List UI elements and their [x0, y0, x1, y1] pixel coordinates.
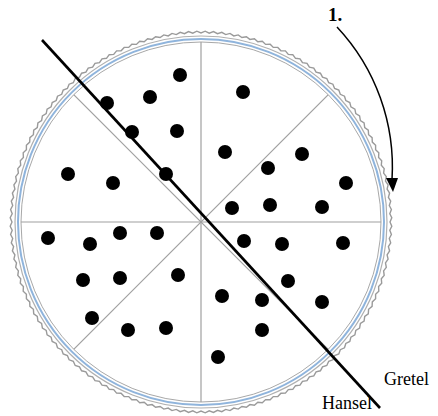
- topping-dot: [218, 145, 232, 159]
- sauce-ring: [18, 39, 384, 405]
- topping-dot: [170, 124, 184, 138]
- topping-dot: [315, 295, 329, 309]
- topping-dot: [159, 321, 173, 335]
- topping-dot: [281, 274, 295, 288]
- topping-dot: [211, 350, 225, 364]
- topping-dot: [255, 323, 269, 337]
- person-label: Hansel: [322, 394, 372, 412]
- pizza-edge: [21, 42, 381, 402]
- topping-dot: [113, 226, 127, 240]
- topping-dot: [83, 237, 97, 251]
- topping-dot: [76, 273, 90, 287]
- topping-dot: [263, 198, 277, 212]
- topping-dot: [106, 176, 120, 190]
- topping-dot: [255, 293, 269, 307]
- person-label: Gretel: [384, 370, 429, 388]
- topping-dot: [173, 68, 187, 82]
- pizza-crust: [10, 31, 392, 413]
- cut-line: [42, 40, 380, 408]
- topping-dot: [41, 231, 55, 245]
- topping-dot: [100, 96, 114, 110]
- turn-arrow: [337, 27, 392, 180]
- step-number: 1.: [328, 5, 342, 24]
- topping-dot: [275, 237, 289, 251]
- arrow-head: [386, 178, 398, 192]
- topping-dot: [85, 311, 99, 325]
- topping-dot: [261, 161, 275, 175]
- crust-ring: [15, 36, 387, 408]
- topping-dot: [113, 271, 127, 285]
- topping-dot: [237, 234, 251, 248]
- topping-dot: [336, 236, 350, 250]
- topping-dot: [315, 200, 329, 214]
- topping-dot: [339, 176, 353, 190]
- topping-dot: [225, 201, 239, 215]
- topping-dot: [295, 147, 309, 161]
- slice-lines: [21, 42, 381, 402]
- topping-dot: [236, 85, 250, 99]
- topping-dot: [61, 167, 75, 181]
- topping-dot: [121, 323, 135, 337]
- topping-dot: [143, 90, 157, 104]
- topping-dot: [215, 289, 229, 303]
- toppings: [41, 68, 353, 364]
- topping-dot: [171, 268, 185, 282]
- topping-dot: [150, 226, 164, 240]
